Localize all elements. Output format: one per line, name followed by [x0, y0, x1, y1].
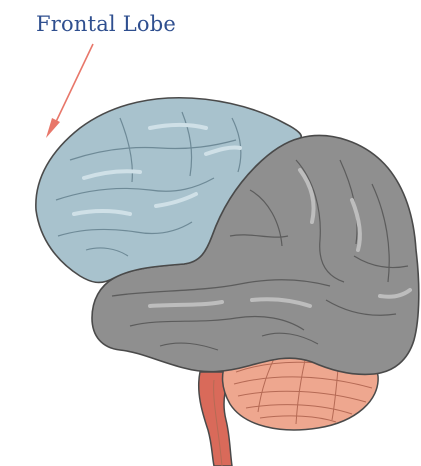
brain-illustration: [0, 0, 421, 466]
